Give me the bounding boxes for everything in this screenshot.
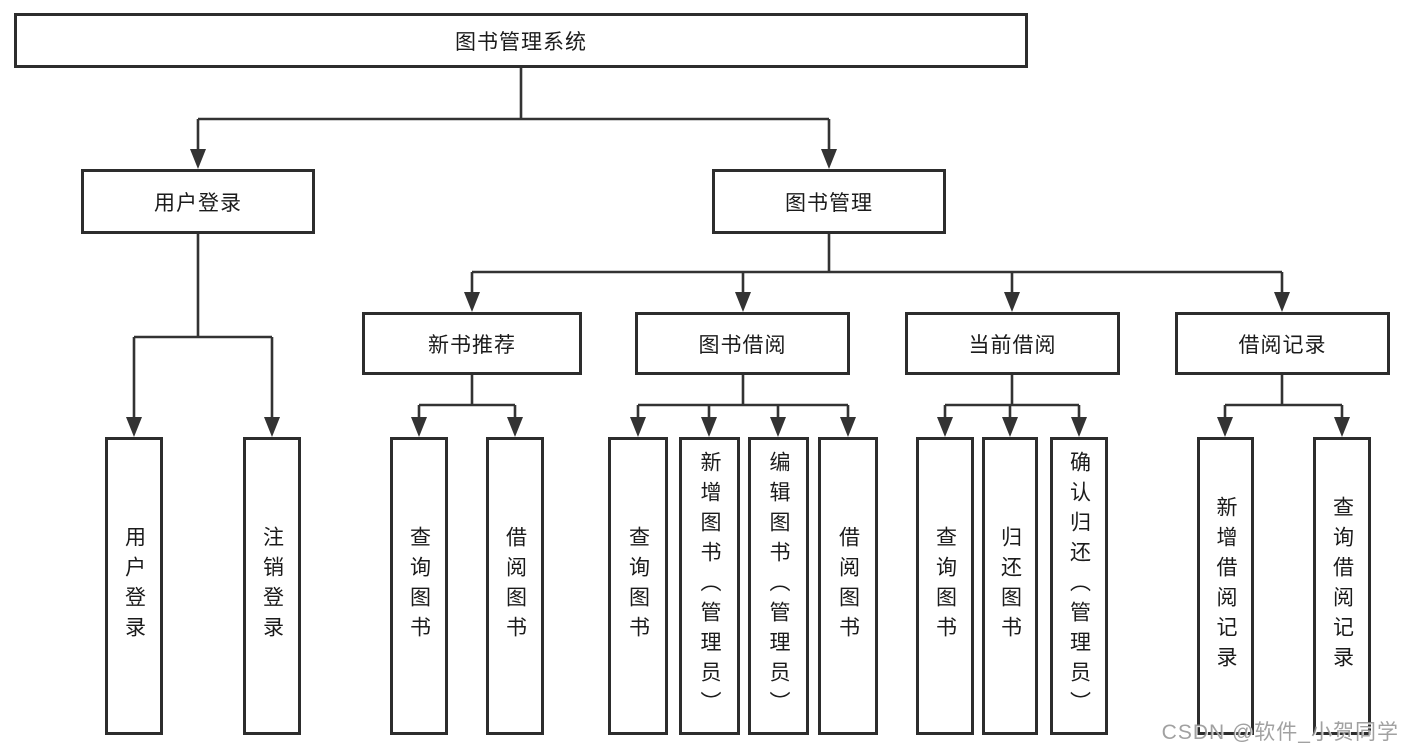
- watermark: CSDN @软件_小贺同学: [1161, 721, 1399, 744]
- leaf-borrow-books-recommend: 借阅图书: [486, 437, 544, 735]
- node-book-management: 图书管理: [712, 169, 946, 234]
- leaf-add-books-admin: 新增图书（管理员）: [679, 437, 740, 735]
- connector-recommend-to-leaves: [417, 375, 517, 420]
- leaf-confirm-return-admin: 确认归还（管理员）: [1050, 437, 1108, 735]
- leaf-edit-books-admin: 编辑图书（管理员）: [748, 437, 809, 735]
- connector-root-to-level2: [196, 66, 831, 152]
- node-book-borrowing: 图书借阅: [635, 312, 850, 375]
- leaf-return-books: 归还图书: [982, 437, 1038, 735]
- leaf-logout-login: 注销登录: [243, 437, 301, 735]
- node-new-book-recommendation: 新书推荐: [362, 312, 582, 375]
- leaf-query-books-recommend: 查询图书: [390, 437, 448, 735]
- node-borrowing-records: 借阅记录: [1175, 312, 1390, 375]
- leaf-query-borrow-record: 查询借阅记录: [1313, 437, 1371, 735]
- leaf-query-books-borrowing: 查询图书: [608, 437, 668, 735]
- leaf-borrow-books-borrowing: 借阅图书: [818, 437, 878, 735]
- connector-userlogin-to-leaves: [132, 234, 274, 420]
- node-root: 图书管理系统: [14, 13, 1028, 68]
- node-current-borrowing: 当前借阅: [905, 312, 1120, 375]
- connector-bookmgmt-to-level3: [470, 234, 1284, 295]
- connector-records-to-leaves: [1223, 375, 1344, 420]
- leaf-add-borrow-record: 新增借阅记录: [1197, 437, 1254, 735]
- node-user-login: 用户登录: [81, 169, 315, 234]
- connector-current-to-leaves: [943, 375, 1081, 420]
- connector-borrowing-to-leaves: [636, 375, 850, 420]
- leaf-user-login: 用户登录: [105, 437, 163, 735]
- leaf-query-books-current: 查询图书: [916, 437, 974, 735]
